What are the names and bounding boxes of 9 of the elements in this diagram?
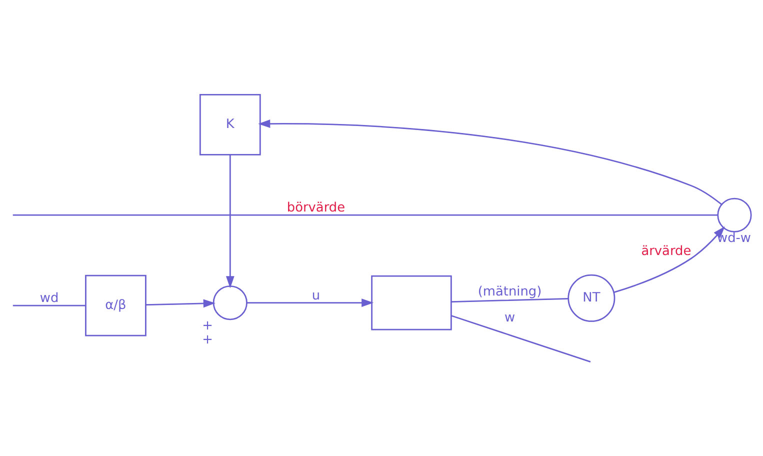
edge-label: u bbox=[312, 288, 320, 303]
edge-label: wd bbox=[40, 290, 59, 306]
edge-label: börvärde bbox=[286, 200, 346, 216]
node-label: wd-w bbox=[717, 230, 751, 246]
node-label: + bbox=[202, 332, 213, 348]
node-label: + bbox=[202, 318, 213, 334]
edge-label: (mätning) bbox=[478, 284, 542, 300]
edge-label: ärvärde bbox=[641, 243, 692, 258]
edge-label: w bbox=[504, 310, 516, 325]
